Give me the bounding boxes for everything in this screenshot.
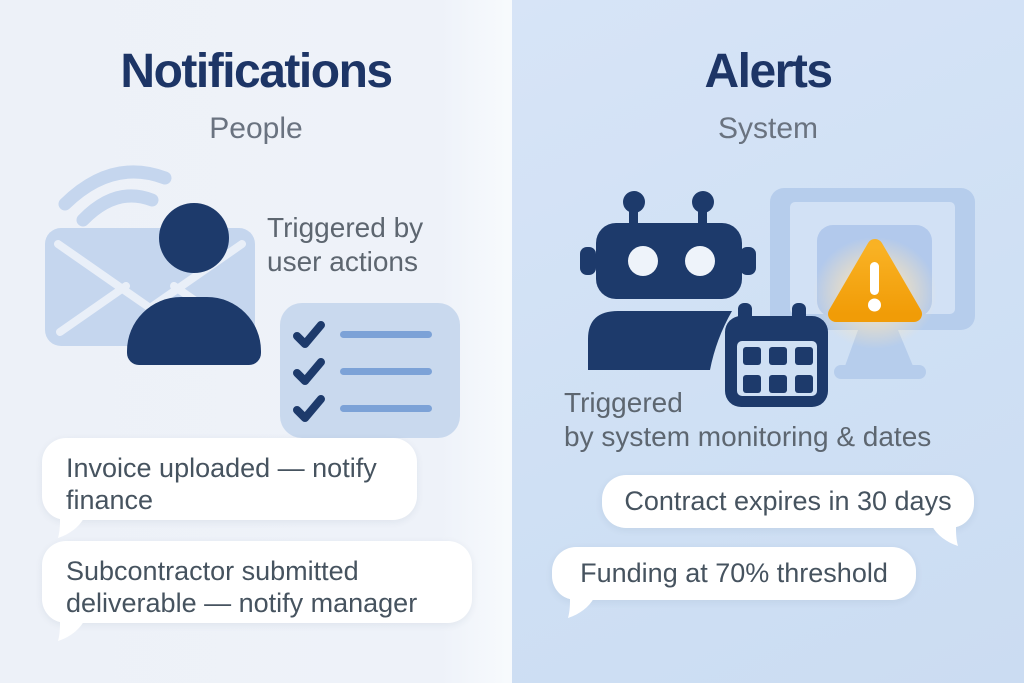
notifications-title: Notifications <box>120 45 393 98</box>
checklist-row <box>292 392 460 425</box>
notification-bubble: Subcontractor submitted deliverable — no… <box>42 541 472 641</box>
warning-triangle-icon <box>828 239 922 322</box>
bubble-text: Subcontractor submitted deliverable — no… <box>66 556 418 619</box>
checklist-row <box>292 318 460 351</box>
left-caption-line2: user actions <box>267 245 418 277</box>
notifications-subtitle: People <box>209 112 303 145</box>
alerts-subtitle: System <box>717 112 819 145</box>
robot-icon <box>578 185 768 375</box>
checkmark-icon <box>293 320 325 348</box>
person-icon <box>159 203 229 273</box>
bubble-text: Funding at 70% threshold <box>580 558 888 589</box>
checklist-line <box>340 368 432 375</box>
checklist-row <box>292 355 460 388</box>
alert-bubble: Contract expires in 30 days <box>602 475 974 546</box>
calendar-icon <box>725 303 828 407</box>
bubble-tail <box>58 621 84 641</box>
notification-bubble: Invoice uploaded — notify finance <box>42 438 417 538</box>
checkmark-icon <box>293 357 325 385</box>
robot-icon <box>580 191 756 370</box>
alert-bubble: Funding at 70% threshold <box>552 547 916 618</box>
bubble-tail <box>58 518 84 538</box>
bubble-text: Contract expires in 30 days <box>624 486 952 517</box>
right-caption-line2: by system monitoring & dates <box>564 420 932 452</box>
checkmark-icon <box>293 394 325 422</box>
left-caption-line1: Triggered by <box>267 212 424 243</box>
checklist-line <box>340 331 432 338</box>
notifications-panel: Notifications People <box>0 0 512 683</box>
monitor-icon <box>762 185 982 385</box>
calendar-icon <box>722 298 834 412</box>
right-caption: Triggered by system monitoring & dates <box>564 386 931 453</box>
left-caption: Triggered by user actions <box>267 211 423 278</box>
signal-waves-icon <box>58 165 172 227</box>
bubble-text: Invoice uploaded — notify finance <box>66 453 377 516</box>
person-icon <box>127 297 261 365</box>
checklist-line <box>340 405 432 412</box>
alerts-title: Alerts <box>704 45 833 98</box>
bubble-tail <box>568 598 594 618</box>
alerts-panel: Alerts System <box>512 0 1024 683</box>
checklist-icon <box>280 303 460 438</box>
bubble-tail <box>932 526 958 546</box>
monitor-warning-icon <box>770 188 975 379</box>
right-caption-line1: Triggered <box>564 387 683 418</box>
